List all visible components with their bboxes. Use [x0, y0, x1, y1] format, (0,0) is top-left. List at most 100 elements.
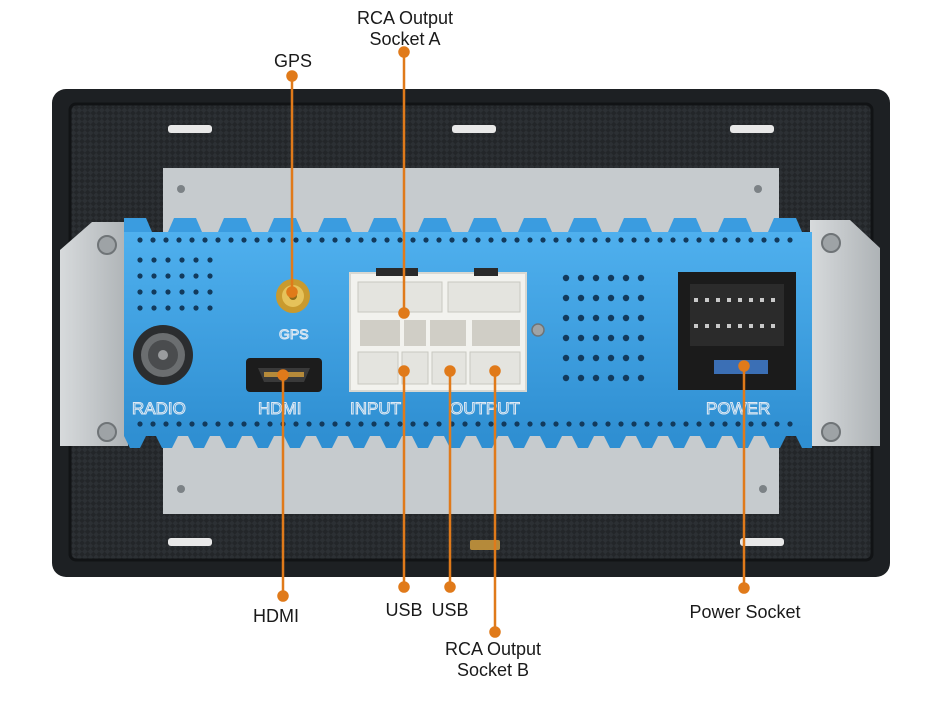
vent-hole	[696, 237, 702, 243]
vent-hole	[193, 257, 199, 263]
vent-hole	[605, 421, 611, 427]
vent-hole	[607, 274, 615, 282]
vent-hole	[514, 421, 520, 427]
vent-hole	[592, 354, 600, 362]
vent-hole	[371, 237, 377, 243]
callout-leader-lines	[277, 46, 750, 638]
leader-gps	[286, 70, 298, 298]
vent-hole	[475, 237, 481, 243]
vent-hole	[449, 237, 455, 243]
vent-hole	[748, 237, 754, 243]
vent-hole	[774, 421, 780, 427]
vent-hole	[562, 314, 570, 322]
vent-hole	[332, 421, 338, 427]
vent-hole	[607, 294, 615, 302]
panel-label-hdmi: HDMI	[258, 399, 301, 418]
vent-hole	[761, 237, 767, 243]
vent-hole	[193, 289, 199, 295]
vent-hole	[319, 421, 325, 427]
vent-hole	[215, 237, 221, 243]
vent-hole	[618, 421, 624, 427]
power-pin	[694, 324, 698, 328]
vent-hole	[254, 421, 260, 427]
callout-rca-a-line2: Socket A	[369, 29, 441, 49]
vent-hole	[137, 237, 143, 243]
vent-hole	[592, 314, 600, 322]
power-pin	[727, 298, 731, 302]
vent-hole	[592, 294, 600, 302]
vent-hole	[165, 289, 171, 295]
vent-hole	[579, 237, 585, 243]
vent-hole	[637, 374, 645, 382]
leader-hdmi	[277, 369, 289, 602]
callout-usb-2: USB	[431, 600, 469, 620]
vent-hole	[358, 421, 364, 427]
panel-printed-labels: RADIO GPS HDMI INPUT OUTPUT POWER	[132, 326, 771, 419]
vent-hole	[165, 257, 171, 263]
vent-hole	[436, 421, 442, 427]
vent-hole	[193, 273, 199, 279]
vent-hole	[637, 334, 645, 342]
vent-hole	[179, 273, 185, 279]
vent-hole	[207, 305, 213, 311]
vent-hole	[151, 257, 157, 263]
vent-hole	[306, 421, 312, 427]
vent-hole	[137, 289, 143, 295]
vent-hole	[137, 421, 143, 427]
vent-hole	[592, 374, 600, 382]
vent-hole	[501, 421, 507, 427]
panel-label-radio: RADIO	[132, 399, 186, 418]
callout-usb-1: USB	[385, 600, 423, 620]
left-bracket	[60, 222, 128, 446]
vent-hole	[592, 334, 600, 342]
power-pin	[771, 324, 775, 328]
vent-hole	[165, 273, 171, 279]
vent-hole	[622, 314, 630, 322]
vent-hole	[657, 237, 663, 243]
power-pin	[760, 324, 764, 328]
vent-hole	[179, 305, 185, 311]
callout-rca-a-line1: RCA Output	[356, 8, 454, 28]
vent-hole	[637, 314, 645, 322]
vent-hole	[577, 374, 585, 382]
vent-hole	[579, 421, 585, 427]
power-pin	[705, 324, 709, 328]
vent-hole	[622, 354, 630, 362]
power-socket	[678, 272, 796, 390]
vent-hole	[397, 237, 403, 243]
vent-hole	[345, 421, 351, 427]
vent-hole	[207, 257, 213, 263]
radio-antenna-socket	[133, 325, 193, 385]
callout-rca-output-socket-b: RCA Output Socket B	[433, 639, 553, 681]
vent-hole	[501, 237, 507, 243]
vent-hole	[423, 421, 429, 427]
callout-rca-output-socket-a: RCA Output Socket A	[345, 8, 465, 50]
vent-hole	[670, 237, 676, 243]
vent-hole	[622, 334, 630, 342]
vent-hole	[384, 237, 390, 243]
power-pin	[705, 298, 709, 302]
panel-label-power: POWER	[706, 399, 770, 418]
vent-hole	[709, 421, 715, 427]
vent-hole	[488, 237, 494, 243]
vent-hole	[607, 354, 615, 362]
vent-hole	[151, 305, 157, 311]
vent-hole	[165, 305, 171, 311]
vent-hole	[358, 237, 364, 243]
vent-hole	[150, 237, 156, 243]
power-pin	[749, 324, 753, 328]
callout-hdmi: HDMI	[253, 606, 299, 626]
panel-label-output: OUTPUT	[450, 399, 520, 418]
vent-hole	[566, 421, 572, 427]
vent-hole	[410, 237, 416, 243]
leader-usb-2	[444, 365, 456, 593]
vent-hole	[189, 237, 195, 243]
leader-rca-b	[489, 365, 501, 638]
vent-hole	[618, 237, 624, 243]
vent-hole	[748, 421, 754, 427]
vent-hole	[683, 421, 689, 427]
vent-hole	[384, 421, 390, 427]
vent-hole	[319, 237, 325, 243]
vent-hole	[622, 274, 630, 282]
vent-hole	[228, 421, 234, 427]
